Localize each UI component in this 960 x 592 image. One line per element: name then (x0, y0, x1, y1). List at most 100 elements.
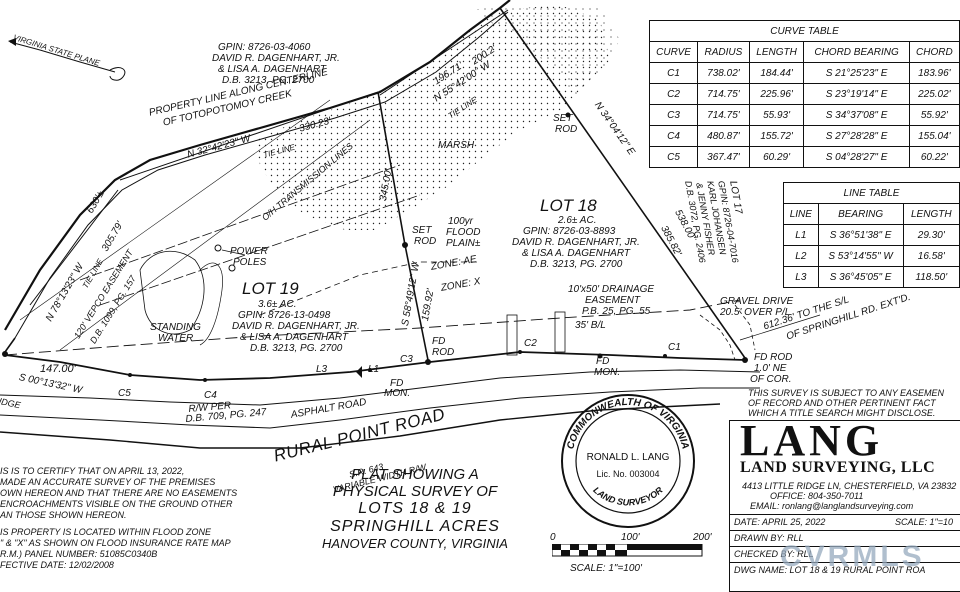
company-name: LAND SURVEYING, LLC (740, 459, 936, 476)
flood-note-2: " & "X" AS SHOWN ON FLOOD INSURANCE RATE… (0, 538, 231, 548)
lot18-owner2: & LISA A. DAGENHART (522, 248, 630, 259)
marker-ne (742, 357, 748, 363)
survey-note-2: OF RECORD AND OTHER PERTINENT FACT (748, 398, 936, 408)
title-block: PLAT SHOWING A PHYSICAL SURVEY OF LOTS 1… (290, 466, 540, 551)
cert-5: AN THOSE SHOWN HEREON. (0, 510, 127, 520)
set-rod-2b: ROD (414, 236, 437, 247)
state-plane-arrow (9, 41, 116, 73)
company-office: OFFICE: 804-350-7011 (770, 491, 864, 501)
curve-c3: C3 (400, 354, 413, 365)
dist-147: 147.00' (40, 363, 76, 375)
surveyor-seal: COMMONWEALTH OF VIRGINIA LAND SURVEYOR R… (560, 393, 696, 529)
flood-plain-1: 100yr (448, 216, 474, 227)
seal-top-text: COMMONWEALTH OF VIRGINIA (565, 397, 690, 451)
scale-100: 100' (621, 532, 640, 543)
survey-note-1: THIS SURVEY IS SUBJECT TO ANY EASEMEN (748, 388, 945, 398)
lot19-owner2: & LISA A. DAGENHART (240, 332, 348, 343)
title-line-1: PLAT SHOWING A (351, 466, 479, 483)
drainage-3: P.B. 25, PG. 55 (582, 306, 651, 317)
line-l1: L1 (368, 364, 380, 375)
flood-note-1: IS PROPERTY IS LOCATED WITHIN FLOOD ZONE (0, 527, 212, 537)
line-345 (377, 91, 406, 246)
road-edge-1 (0, 369, 761, 406)
fd-rod-2: FD (432, 336, 446, 347)
curve-table: CURVE TABLE CURVE RADIUS LENGTH CHORD BE… (648, 20, 960, 168)
owner-top-1: DAVID R. DAGENHART, JR. (212, 53, 340, 64)
cert-1: IS IS TO CERTIFY THAT ON APRIL 13, 2022, (0, 466, 185, 476)
fd-mon-2b: MON. (384, 388, 411, 399)
line-l3: L3 (316, 364, 328, 375)
fd-mon-1b: MON. (594, 367, 621, 378)
front-line (4, 351, 746, 381)
flood-plain-2: FLOOD (446, 227, 481, 238)
lot19-ac: 3.6± AC. (258, 299, 297, 310)
set-rod-1: SET (553, 113, 573, 124)
line-s58 (404, 244, 429, 361)
seal-lic: Lic. No. 003004 (596, 469, 660, 479)
transmission-line-2 (79, 164, 401, 281)
line-table-header: LINE BEARING LENGTH (783, 203, 960, 225)
standing-water-2: WATER (158, 333, 194, 344)
curve-c4: C4 (204, 390, 217, 401)
company-logo: LANG (740, 416, 884, 465)
drainage-easement (506, 314, 518, 356)
marker-fd-mon (597, 353, 603, 359)
scale-label: SCALE: 1"=100' (570, 563, 642, 574)
set-rod-2: SET (412, 225, 432, 236)
lot18-owner1: DAVID R. DAGENHART, JR. (512, 237, 640, 248)
cert-4: ENCROACHMENTS VISIBLE ON THE GROUND OTHE… (0, 499, 233, 509)
dwg-name: DWG NAME: LOT 18 & 19 RURAL POINT ROA (734, 565, 926, 575)
marker-set-rod (402, 242, 408, 248)
curve-c2: C2 (524, 338, 537, 349)
curve-table-title: CURVE TABLE (649, 20, 960, 42)
drainage-1: 10'x50' DRAINAGE (568, 284, 655, 295)
road-edge-2 (0, 387, 760, 429)
survey-scale: SCALE: 1"=10 (895, 517, 953, 527)
lot19-db: D.B. 3213, PG. 2700 (250, 343, 343, 354)
lot19-gpin: GPIN: 8726-13-0498 (238, 310, 331, 321)
tie-line-top (119, 91, 379, 181)
line-n34 (499, 7, 746, 359)
owner-top-2: & LISA A. DAGENHART (218, 64, 326, 75)
lot19-owner1: DAVID R. DAGENHART, JR. (232, 321, 360, 332)
power-poles-2: POLES (233, 257, 267, 268)
lot18-title: LOT 18 (540, 196, 597, 215)
flood-zone-line (259, 261, 480, 316)
fd-rod-ne-3: OF COR. (750, 374, 792, 385)
checked-by: CHECKED BY: RLL (734, 549, 814, 559)
drainage-2: EASEMENT (585, 295, 641, 306)
scale-200: 200' (693, 532, 712, 543)
title-line-4: SPRINGHILL ACRES (330, 518, 500, 535)
transmission-line-1 (99, 194, 421, 306)
power-pole-2 (228, 264, 236, 272)
fd-mon-2: FD (390, 378, 404, 389)
marker-fd-rod (425, 359, 431, 365)
fd-mon-1: FD (596, 356, 610, 367)
fd-rod-2b: ROD (432, 347, 455, 358)
title-line-2: PHYSICAL SURVEY OF (332, 483, 498, 500)
cvrmls-watermark: CVRMLS (780, 540, 925, 573)
marsh-label: MARSH (438, 140, 475, 151)
set-rod-1b: ROD (555, 124, 578, 135)
marsh-area (255, 5, 610, 230)
company-box: LANG LAND SURVEYING, LLC 4413 LITTLE RID… (729, 416, 960, 592)
standing-water (139, 251, 205, 335)
gravel-drive-1: GRAVEL DRIVE (720, 296, 794, 307)
marker-west (2, 351, 8, 357)
west-boundary (4, 337, 16, 353)
power-pole-1 (214, 244, 222, 252)
creek-centerline (4, 0, 511, 331)
lot18-gpin: GPIN: 8726-03-8893 (523, 226, 616, 237)
gravel-drive-2: 20.5' OVER P/L (720, 307, 791, 318)
lot19-title: LOT 19 (242, 279, 299, 298)
flood-note-4: FECTIVE DATE: 12/02/2008 (0, 560, 114, 570)
power-poles-1: POWER (230, 246, 268, 257)
setback-label: 35' B/L (575, 320, 606, 331)
lot18-ac: 2.6± AC. (558, 215, 597, 226)
